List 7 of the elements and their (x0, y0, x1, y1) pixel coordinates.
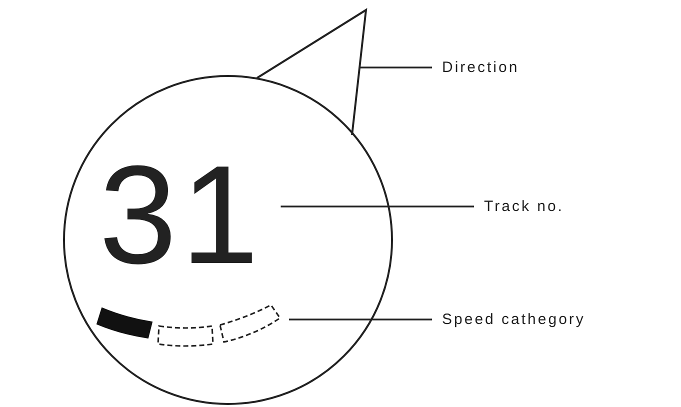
leader-line (289, 318, 432, 320)
leader-line (360, 66, 432, 68)
sign-disc (63, 75, 393, 405)
callout-label: Speed cathegory (442, 312, 586, 327)
callout-label: Direction (442, 60, 520, 75)
leader-line (280, 206, 474, 208)
callout-label: Track no. (484, 199, 564, 214)
